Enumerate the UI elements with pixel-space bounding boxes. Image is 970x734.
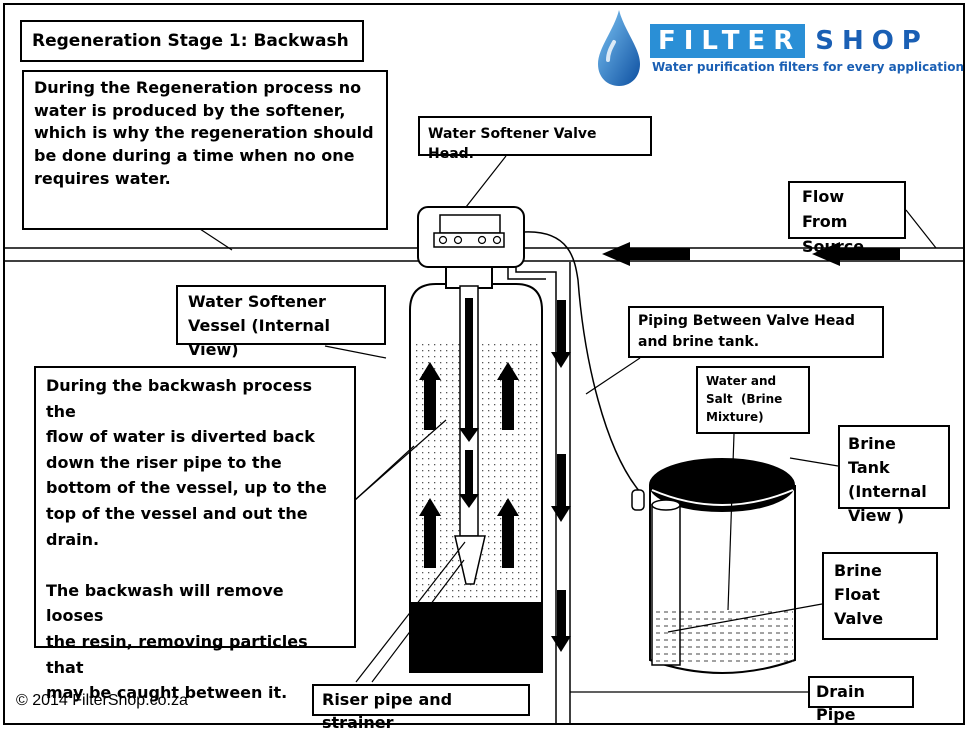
valve-head-label-box: Water Softener Valve Head. (418, 116, 652, 162)
drain-pipe-label: Drain Pipe (816, 682, 871, 724)
brine-tank-label: Brine Tank (Internal View ) (848, 434, 927, 525)
filtershop-logo: FILTER SHOP Water purification filters f… (594, 8, 964, 88)
riser-pipe-label: Riser pipe and strainer (322, 690, 458, 732)
copyright-text: © 2014 FilterShop.co.za (16, 692, 188, 709)
up-arrow (497, 498, 519, 568)
down-arrow (459, 298, 479, 442)
brine-line (523, 231, 641, 493)
drain-down-arrow (551, 590, 571, 652)
brine-float-valve-label: Brine Float Valve (834, 561, 884, 628)
vessel-label-box: Water Softener Vessel (Internal View) (176, 285, 386, 359)
piping-label: Piping Between Valve Head and brine tank… (638, 313, 855, 350)
brine-mixture-label-box: Water and Salt (Brine Mixture) (696, 366, 810, 434)
drain-down-arrow (551, 454, 571, 522)
valve-head (417, 206, 525, 289)
page-title: Regeneration Stage 1: Backwash (32, 31, 349, 51)
flow-from-source-label: Flow From Source (802, 187, 865, 256)
brine-tank-label-box: Brine Tank (Internal View ) (838, 425, 950, 525)
flow-from-source-box: Flow From Source (788, 181, 906, 256)
brine-mixture-label: Water and Salt (Brine Mixture) (706, 374, 783, 424)
brine-tank (649, 458, 796, 674)
up-arrow (419, 362, 441, 430)
logo-word-filter: FILTER (650, 24, 806, 58)
vessel-label: Water Softener Vessel (Internal View) (188, 292, 331, 359)
drain-down-arrow (551, 300, 571, 368)
diagram-frame (3, 3, 965, 725)
gravel-base (410, 602, 542, 672)
backwash-description-box: During the backwash process the flow of … (34, 366, 356, 702)
backwash-text: During the backwash process the flow of … (46, 376, 327, 703)
water-drop-icon (598, 10, 640, 86)
intro-box: During the Regeneration process no water… (22, 70, 388, 230)
flow-left-arrow (602, 242, 690, 266)
riser-pipe-label-box: Riser pipe and strainer (312, 684, 530, 732)
flow-left-arrow (812, 242, 900, 266)
title-box: Regeneration Stage 1: Backwash (20, 20, 364, 62)
up-arrow (497, 362, 519, 430)
flow-arrows (419, 242, 900, 652)
drain-pipe-label-box: Drain Pipe (808, 676, 914, 724)
piping-label-box: Piping Between Valve Head and brine tank… (628, 306, 884, 358)
brine-connector (631, 489, 645, 511)
valve-display (439, 214, 501, 234)
down-arrow (459, 450, 479, 508)
strainer (454, 535, 486, 585)
logo-word-shop: SHOP (815, 26, 929, 56)
logo-tagline: Water purification filters for every app… (652, 60, 965, 74)
valve-head-label: Water Softener Valve Head. (428, 126, 602, 162)
brine-float-valve-label-box: Brine Float Valve (822, 552, 938, 640)
brine-tank-lid (649, 458, 795, 512)
up-arrow (419, 498, 441, 568)
logo-wordmark: FILTER SHOP (650, 24, 929, 58)
intro-text: During the Regeneration process no water… (34, 78, 374, 188)
leader-lines (199, 155, 937, 693)
